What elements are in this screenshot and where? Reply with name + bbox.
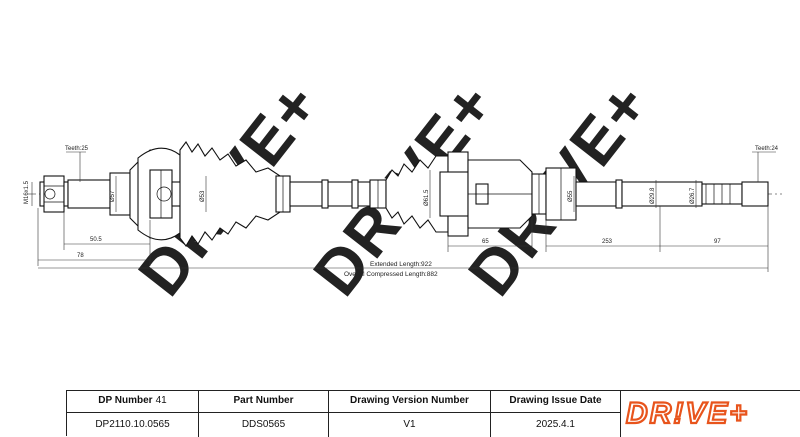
part-number-label: Part Number (233, 395, 294, 406)
inner-cv-joint (439, 151, 547, 237)
dia-a-label: Ø57 (110, 190, 116, 202)
dp-number-label: DP Number (98, 395, 153, 406)
dia-e-label: Ø29.8 (650, 187, 656, 204)
dia-b-label: Ø53 (200, 190, 206, 202)
drive-shaft (289, 179, 371, 209)
version-value: V1 (403, 419, 416, 430)
dia-c-label: Ø61.5 (424, 189, 430, 206)
issue-date-label: Drawing Issue Date (509, 395, 602, 406)
dp-number-count: 41 (155, 395, 167, 406)
part-number-value: DDS0565 (241, 419, 286, 430)
compressed-length-label: Overall Compressed Length:882 (344, 271, 438, 278)
teeth-left-label: Teeth:25 (65, 146, 89, 152)
thread-label: M16x1.5 (24, 180, 30, 204)
outer-cv-joint (129, 147, 193, 241)
dim-50-5-label: 50.5 (90, 237, 102, 243)
dim-253-label: 253 (602, 239, 613, 245)
outer-boot (179, 141, 291, 247)
issue-date-value: 2025.4.1 (536, 419, 575, 430)
part-number-cell: Part Number DDS0565 (199, 391, 329, 437)
dim-97-label: 97 (714, 239, 721, 245)
dim-65-label: 65 (482, 239, 489, 245)
dim-78-label: 78 (77, 253, 84, 259)
dia-d-label: Ø55 (568, 190, 574, 202)
right-intermediate-shaft (545, 167, 769, 221)
left-stub (39, 172, 131, 216)
dimensions (31, 151, 776, 272)
version-label: Drawing Version Number (350, 395, 469, 406)
teeth-right-label: Teeth:24 (755, 146, 779, 152)
dimension-labels: Teeth:25 Teeth:24 M16x1.5 50.5 78 Ø57 Ø5… (24, 146, 779, 278)
version-cell: Drawing Version Number V1 (329, 391, 491, 437)
technical-drawing: DR!VE+ DR!VE+ DR!VE+ (24, 68, 782, 309)
drive-logo: DR!VE+ (625, 396, 749, 431)
dp-number-value: DP2110.10.0565 (95, 419, 170, 430)
logo-text: DR!VE+ (626, 397, 749, 430)
dia-f-label: Ø26.7 (690, 187, 696, 204)
issue-date-cell: Drawing Issue Date 2025.4.1 (491, 391, 621, 437)
extended-length-label: Extended Length:922 (370, 261, 432, 268)
